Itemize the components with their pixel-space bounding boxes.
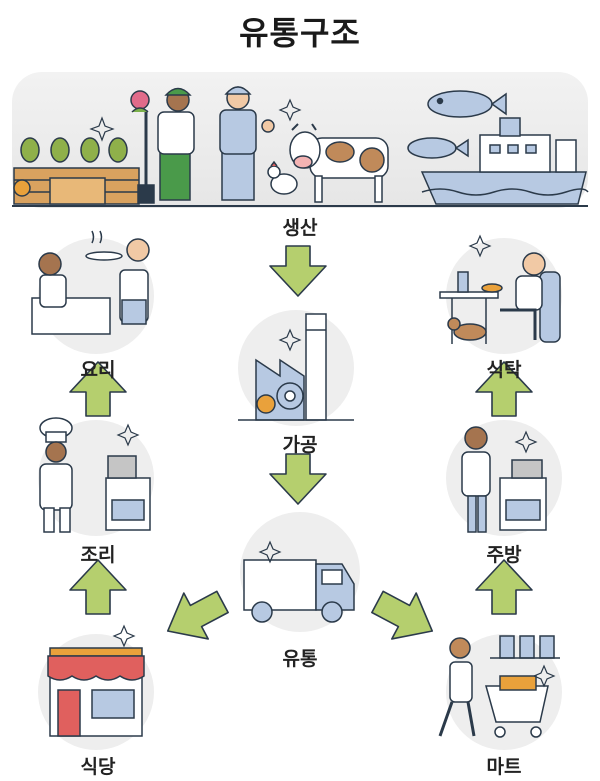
- fishing-boat-icon: [420, 117, 589, 205]
- factory-illustration: [238, 313, 354, 421]
- fish-icon: [407, 90, 507, 159]
- label-cooking: 요리: [80, 359, 116, 381]
- mart-illustration: [438, 635, 560, 738]
- arrow-distribution-to-restaurant: [166, 590, 229, 640]
- label-processing: 가공: [282, 434, 318, 456]
- sparkle-icons: [89, 98, 556, 688]
- label-dining-table: 식탁: [486, 359, 522, 381]
- label-distribution: 유통: [282, 648, 318, 670]
- production-illustration: [12, 72, 589, 208]
- diagram-title: 유통구조: [239, 14, 361, 52]
- label-kitchen: 주방: [486, 544, 522, 566]
- arrow-production-to-processing: [269, 245, 327, 297]
- arrow-processing-to-distribution: [269, 453, 327, 505]
- vegetable-crates-icon: [13, 137, 140, 205]
- label-production: 생산: [282, 217, 318, 239]
- chef-illustration: [39, 417, 151, 533]
- label-cooking-prep: 조리: [80, 544, 116, 566]
- kitchen-illustration: [461, 426, 547, 533]
- chicken-icon: [267, 160, 298, 195]
- cat-icon: [447, 317, 487, 341]
- dining-table-illustration: [439, 252, 561, 344]
- cow-icon: [289, 123, 389, 203]
- truck-illustration: [243, 559, 355, 623]
- arrow-distribution-to-mart: [371, 590, 434, 640]
- rancher-icon: [219, 86, 275, 201]
- cooking-illustration: [31, 230, 150, 335]
- flow-arrows: [69, 245, 533, 640]
- label-mart: 마트: [486, 756, 522, 778]
- arrow-kitchen-to-dining: [475, 361, 533, 417]
- farmer-icon: [130, 87, 195, 204]
- arrow-restaurant-to-prep: [69, 559, 127, 615]
- label-restaurant: 식당: [80, 756, 116, 778]
- arrow-mart-to-kitchen: [475, 559, 533, 615]
- restaurant-illustration: [47, 647, 145, 737]
- arrow-prep-to-cooking: [69, 361, 127, 417]
